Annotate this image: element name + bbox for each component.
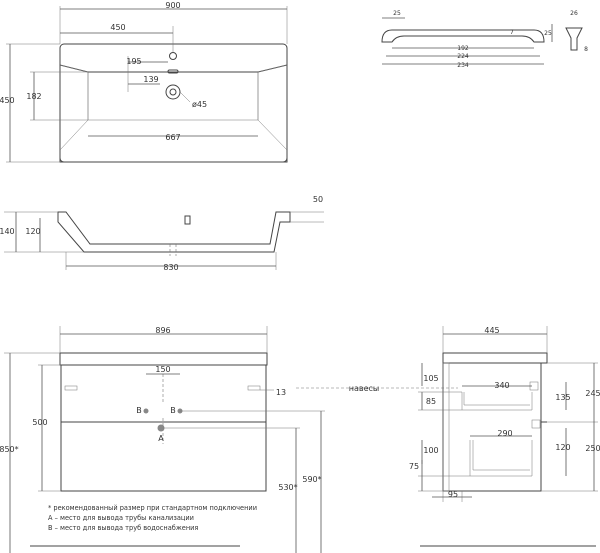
handle-dim-224: 224 <box>457 53 469 60</box>
handle-dim-8: 8 <box>584 46 588 53</box>
drain-inner <box>169 88 177 96</box>
dim-100: 100 <box>423 446 438 455</box>
dim-450-half: 450 <box>110 23 125 32</box>
dim-140: 140 <box>0 227 15 236</box>
dim-195: 195 <box>126 57 141 66</box>
dim-340: 340 <box>494 381 509 390</box>
label-b-left: B <box>136 406 142 415</box>
note-recommended: * рекомендованный размер при стандартном… <box>48 504 257 512</box>
front-countertop <box>59 352 268 366</box>
label-b-right: B <box>170 406 176 415</box>
side-countertop <box>442 352 548 364</box>
dim-896: 896 <box>155 326 170 335</box>
dim-590: 590* <box>302 475 321 484</box>
hinge-left <box>64 385 78 391</box>
handle-dim-25-left: 25 <box>393 10 401 17</box>
basin-side-outline <box>57 211 291 253</box>
handle-dim-192: 192 <box>457 45 469 52</box>
hinge-right <box>247 385 261 391</box>
handle-drawing: 25 192 224 234 7 25 26 8 <box>381 10 588 69</box>
handle-dim-25-right: 25 <box>544 30 552 37</box>
cabinet-front-view: B B A 896 150 13 навесы 500 850* 530* 59… <box>0 326 458 553</box>
dim-500: 500 <box>32 418 47 427</box>
dim-850: 850* <box>0 445 19 454</box>
point-a <box>157 424 165 432</box>
drain-outer <box>165 84 181 100</box>
dim-120: 120 <box>25 227 40 236</box>
dim-95: 95 <box>448 490 458 499</box>
dim-105: 105 <box>423 374 438 383</box>
notes: * рекомендованный размер при стандартном… <box>48 504 257 532</box>
dim-900: 900 <box>165 1 180 10</box>
basin-bowl-outline <box>59 64 288 163</box>
handle-dim-234: 234 <box>457 62 469 69</box>
dim-13: 13 <box>276 388 286 397</box>
dim-50: 50 <box>313 195 323 204</box>
dim-245: 245 <box>585 389 600 398</box>
dim-120-side: 120 <box>555 443 570 452</box>
handle-outline <box>381 29 545 43</box>
dim-150: 150 <box>155 365 170 374</box>
side-faucet-hole <box>184 215 191 225</box>
overflow-hole <box>167 69 179 74</box>
dim-250: 250 <box>585 444 600 453</box>
dim-drain-diameter: ø45 <box>192 100 207 109</box>
dim-450-height: 450 <box>0 96 15 105</box>
dim-530: 530* <box>278 483 297 492</box>
dim-445: 445 <box>484 326 499 335</box>
point-b-left <box>143 408 149 414</box>
hinges-label: навесы <box>349 384 379 393</box>
handle-dim-7: 7 <box>510 29 514 36</box>
basin-top-view: 900 450 195 139 ø45 667 450 182 <box>0 1 288 163</box>
side-body <box>442 362 542 492</box>
dim-75: 75 <box>409 462 419 471</box>
dim-290: 290 <box>497 429 512 438</box>
dim-139: 139 <box>143 75 158 84</box>
dim-830: 830 <box>163 263 178 272</box>
basin-outline <box>59 43 288 163</box>
note-a: А – место для вывода трубы канализации <box>48 514 194 522</box>
dim-135: 135 <box>555 393 570 402</box>
note-b: В – место для вывода труб водоснабжения <box>48 524 198 532</box>
handle-profile <box>565 27 583 51</box>
dim-182: 182 <box>26 92 41 101</box>
cabinet-side-view: 445 105 85 340 135 245 290 100 120 75 <box>409 326 600 547</box>
front-drawer-lower <box>60 421 267 492</box>
handle-dim-26: 26 <box>570 10 578 17</box>
faucet-hole <box>169 52 177 60</box>
dim-667: 667 <box>165 133 180 142</box>
label-a: A <box>158 434 164 443</box>
dim-85: 85 <box>426 397 436 406</box>
basin-side-view: 50 140 120 830 <box>0 195 324 272</box>
